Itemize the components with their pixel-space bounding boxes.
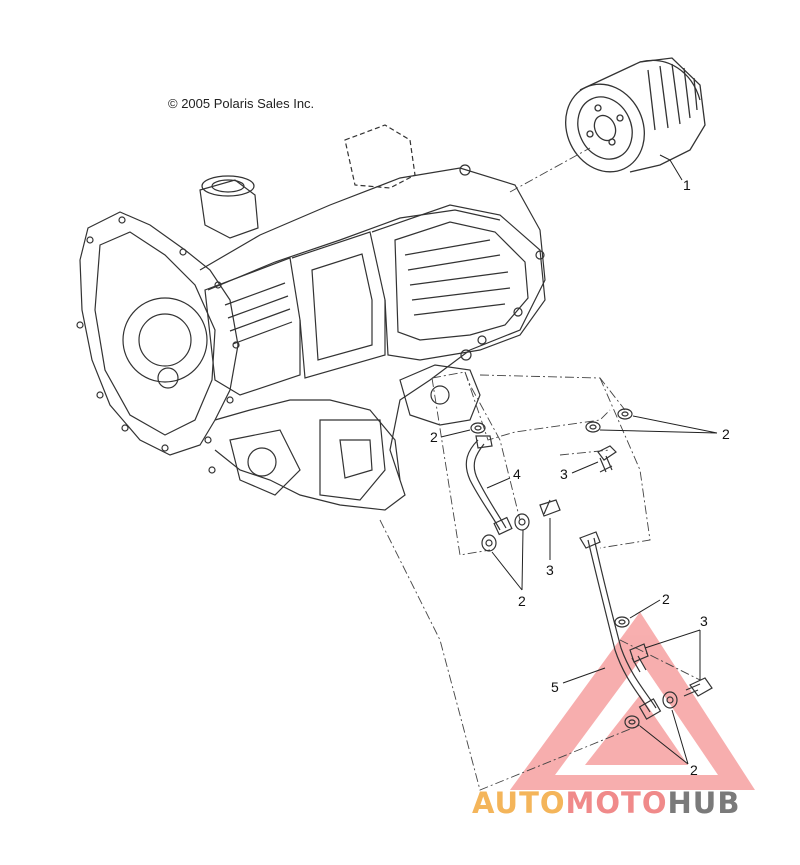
- oil-line-4: [465, 435, 513, 536]
- leader-lines: [440, 154, 718, 765]
- callout-2-middle: 2: [518, 593, 526, 609]
- watermark-part-moto: MOTO: [565, 786, 668, 820]
- banjo-bolts: [539, 445, 713, 697]
- watermark-part-auto: AUTO: [472, 786, 566, 820]
- callout-3-lower: 3: [700, 613, 708, 629]
- callout-2-lower-upper: 2: [662, 591, 670, 607]
- callout-2-upper-right: 2: [722, 426, 730, 442]
- oil-filter: [565, 57, 706, 173]
- callout-4: 4: [513, 466, 521, 482]
- washers: [470, 408, 678, 729]
- copyright-text: © 2005 Polaris Sales Inc.: [168, 96, 315, 111]
- engine-crankcase: [76, 124, 546, 511]
- callout-3-middle: 3: [546, 562, 554, 578]
- watermark-part-hub: HUB: [667, 786, 741, 820]
- callout-2-bottom: 2: [690, 762, 698, 778]
- callout-3-upper: 3: [560, 466, 568, 482]
- callout-1: 1: [683, 177, 691, 193]
- callout-5: 5: [551, 679, 559, 695]
- watermark-logo: AUTOMOTOHUB: [472, 786, 740, 820]
- oil-line-5: [579, 531, 662, 720]
- callout-2-upper-left: 2: [430, 429, 438, 445]
